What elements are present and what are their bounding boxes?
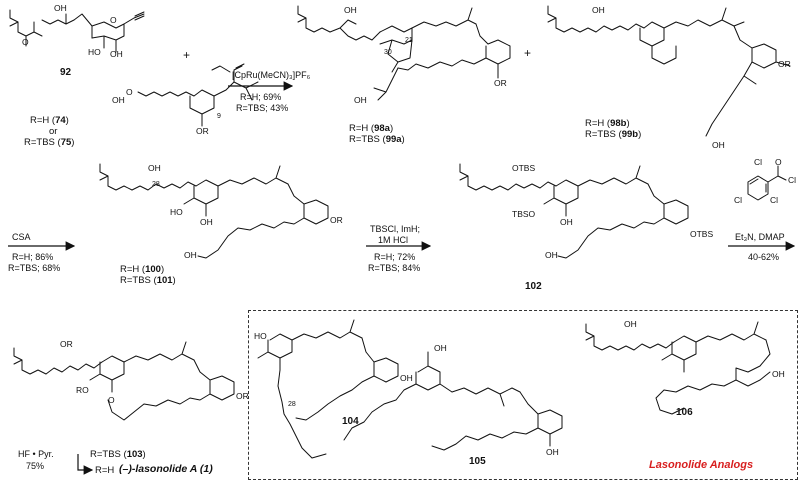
atom-ho-100: HO — [170, 207, 183, 217]
atom-ro-las: RO — [76, 385, 89, 395]
atom-oh-106b: OH — [772, 369, 785, 379]
step2-yield-h: R=H; 86% — [12, 252, 54, 262]
compound-label-101: R=TBS (101) — [120, 275, 176, 286]
atom-oh-106: OH — [624, 319, 637, 329]
atom-cl-1: Cl — [754, 157, 763, 167]
atom-oh-acid-98a: OH — [354, 95, 367, 105]
atom-o-ring: O — [110, 15, 117, 25]
step4-yield: 40-62% — [748, 252, 780, 262]
compound-label-75: R=TBS (75) — [24, 137, 75, 148]
plus-sign-2: + — [524, 46, 532, 60]
atom-o-74: O — [126, 87, 133, 97]
compound-label-100: R=H (100) — [120, 264, 165, 275]
structure-92 — [9, 9, 145, 53]
step1-reagent: [CpRu(MeCN)₃]PF₆ — [232, 70, 311, 80]
structure-100 — [99, 163, 329, 259]
compound-label-rh: R=H — [95, 465, 115, 476]
atom-o: O — [22, 37, 29, 47]
compound-label-or: or — [49, 126, 58, 137]
atom-ho-104: HO — [254, 331, 267, 341]
atom-or-las: OR — [60, 339, 73, 349]
compound-label-103: R=TBS (103) — [90, 449, 146, 460]
compound-label-92: 92 — [60, 67, 72, 78]
atom-oh-100: OH — [148, 163, 161, 173]
structure-105 — [343, 351, 563, 451]
atom-oh-105: OH — [434, 343, 447, 353]
structure-acid-chloride — [747, 165, 787, 201]
atom-oh-105b: OH — [546, 447, 559, 457]
atom-oh-98b: OH — [592, 5, 605, 15]
atom-tbso-102: TBSO — [512, 209, 536, 219]
structure-74 — [137, 63, 259, 127]
atom-oh-acid-98b: OH — [712, 140, 725, 150]
structure-104 — [257, 319, 399, 459]
compound-label-102: 102 — [525, 281, 542, 292]
atom-cl-4: Cl — [788, 175, 797, 185]
atom-oh-100b: OH — [200, 217, 213, 227]
step5-yield: 75% — [26, 461, 45, 471]
compound-label-104: 104 — [342, 416, 359, 427]
atom-or-las-2: OR — [236, 391, 249, 401]
atom-or-74: OR — [196, 126, 209, 136]
step3-yield-h: R=H; 72% — [374, 252, 416, 262]
atom-oh-2: OH — [110, 49, 123, 59]
atom-o-acyl: O — [775, 157, 782, 167]
step3-reagent-1: TBSCl, ImH; — [370, 224, 421, 234]
atom-or-98b: OR — [778, 59, 791, 69]
step1-yield-tbs: R=TBS; 43% — [236, 103, 289, 113]
atom-num-21: 21 — [405, 37, 413, 44]
step1-yield-h: R=H; 69% — [240, 92, 282, 102]
step5-reagent: HF • Pyr. — [18, 449, 54, 459]
atom-oh-104: OH — [400, 373, 413, 383]
arrow-step5 — [77, 454, 94, 475]
atom-num-28: 28 — [152, 181, 160, 188]
atom-ho: HO — [88, 47, 101, 57]
compound-label-99b: R=TBS (99b) — [585, 129, 642, 140]
atom-o-las: O — [108, 395, 115, 405]
atom-cl-2: Cl — [734, 195, 743, 205]
step2-yield-tbs: R=TBS; 68% — [8, 263, 61, 273]
compound-label-98a: R=H (98a) — [349, 123, 394, 134]
analogs-box — [248, 310, 798, 480]
atom-or-100: OR — [330, 215, 343, 225]
step2-reagent: CSA — [12, 232, 31, 242]
step3-reagent-2: 1M HCl — [378, 235, 409, 245]
atom-or-98a: OR — [494, 78, 507, 88]
structure-102 — [459, 163, 689, 259]
atom-oh-acid-102: OH — [545, 250, 558, 260]
compound-label-98b: R=H (98b) — [585, 118, 630, 129]
atom-oh-98a: OH — [344, 5, 357, 15]
atom-oh-74: OH — [112, 95, 125, 105]
compound-label-106: 106 — [676, 407, 693, 418]
step3-yield-tbs: R=TBS; 84% — [368, 263, 421, 273]
atom-num-28-104: 28 — [288, 401, 296, 408]
atom-cl-3: Cl — [770, 195, 779, 205]
plus-sign: + — [183, 48, 191, 62]
atom-num-9: 9 — [217, 113, 221, 120]
atom-oh-102: OH — [560, 217, 573, 227]
structure-98b — [547, 5, 791, 137]
lasonolide-a-name: (–)-lasonolide A (1) — [119, 463, 213, 475]
analogs-title: Lasonolide Analogs — [649, 459, 754, 471]
atom-num-30: 30 — [384, 49, 392, 56]
atom-otbs-102b: OTBS — [690, 229, 714, 239]
atom-oh-acid-100: OH — [184, 250, 197, 260]
atom-otbs-102: OTBS — [512, 163, 536, 173]
compound-label-105: 105 — [469, 456, 486, 467]
structure-106 — [585, 321, 771, 415]
atom-oh: OH — [54, 3, 67, 13]
compound-label-99a: R=TBS (99a) — [349, 134, 405, 145]
structure-98a — [297, 5, 511, 101]
step4-reagent: Et₃N, DMAP — [735, 232, 785, 242]
compound-label-74: R=H (74) — [30, 115, 69, 126]
structure-lasonolide-a — [13, 341, 235, 421]
